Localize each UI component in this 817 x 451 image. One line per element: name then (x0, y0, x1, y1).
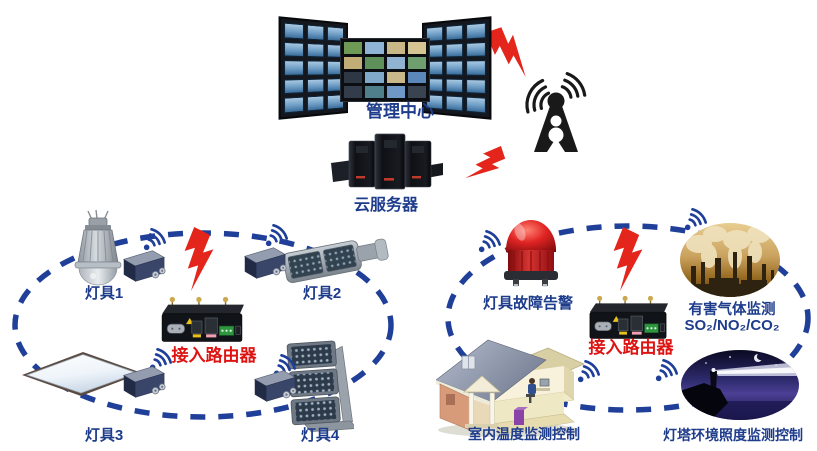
monitor-thumbnail (466, 22, 486, 40)
video-wall-tile (406, 41, 427, 55)
video-wall-tile (406, 70, 427, 85)
access-router-device-right (586, 294, 670, 342)
lighthouse-label: 灯塔环境照度监测控制 (663, 427, 803, 443)
lamp2-street-light (282, 238, 389, 284)
signal-tower-icon (525, 72, 587, 152)
video-wall-tile (343, 41, 364, 55)
wifi-signal-icon (262, 218, 294, 250)
lightning-bolt-icon (613, 227, 643, 291)
wifi-arcs (478, 229, 502, 253)
video-wall-main-screen (340, 38, 430, 102)
monitor-thumbnail (466, 41, 486, 58)
video-wall-tile (385, 41, 406, 55)
monitor-thumbnail (306, 78, 325, 94)
video-wall-tile (343, 55, 364, 70)
lamp-controller-box (249, 368, 297, 406)
wifi-arcs (655, 358, 679, 382)
monitor-thumbnail (284, 60, 304, 76)
monitor-thumbnail (466, 60, 486, 76)
fault-alarm-label: 灯具故障告警 (482, 295, 574, 312)
lamp1-label: 灯具1 (84, 285, 124, 302)
gas-monitor-label: 有害气体监测 (688, 302, 776, 318)
monitor-thumbnail (306, 24, 325, 41)
controller-box-body (243, 247, 287, 279)
access-router-label-right: 接入路由器 (588, 338, 674, 357)
monitor-thumbnail (284, 22, 304, 40)
wifi-arcs (143, 227, 167, 251)
video-wall-tile (385, 70, 406, 85)
monitor-thumbnail (284, 96, 304, 114)
controller-box-body (253, 370, 297, 402)
lamp2-label: 灯具2 (302, 285, 342, 302)
lamp4-label: 灯具4 (300, 427, 340, 444)
video-wall-tile (385, 85, 406, 99)
video-wall-tile (406, 85, 427, 99)
lightning-bolt-icon (184, 227, 214, 291)
right-wireless-cell-ellipse (445, 223, 811, 413)
video-wall-tile (364, 85, 385, 99)
monitor-thumbnail (284, 41, 304, 58)
wifi-arcs (684, 207, 708, 231)
monitor-thumbnail (306, 95, 325, 112)
cloud-server-racks (331, 133, 443, 190)
monitor-thumbnail (445, 78, 464, 94)
monitor-thumbnail (445, 60, 464, 76)
monitor-thumbnail (466, 78, 486, 95)
wifi-signal-icon (140, 222, 172, 254)
lighthouse-photo (681, 350, 799, 420)
management-center-video-wall (278, 16, 492, 120)
wifi-signal-icon (652, 353, 684, 385)
video-wall-tile (385, 55, 406, 70)
lamp4-flood-light (286, 340, 354, 433)
video-wall-tile (364, 70, 385, 85)
wifi-arcs (577, 359, 601, 383)
indoor-temp-label: 室内温度监测控制 (468, 426, 580, 442)
lamp3-label: 灯具3 (84, 427, 124, 444)
access-router-device-left (158, 295, 246, 345)
video-wall-tile (343, 85, 364, 99)
controller-box-body (122, 366, 166, 398)
lamp-controller-box (118, 248, 166, 286)
indoor-house-illustration (436, 339, 585, 437)
monitor-thumbnail (306, 60, 325, 76)
video-wall-left-wing (278, 16, 348, 120)
lamp-controller-box (118, 364, 166, 402)
monitor-thumbnail (306, 42, 325, 58)
wifi-arcs (265, 223, 289, 247)
lamp-controller-box (239, 245, 287, 283)
video-wall-tile (364, 41, 385, 55)
wifi-signal-icon (681, 202, 713, 234)
monitor-thumbnail (445, 24, 464, 41)
fault-alarm-beacon (504, 220, 558, 287)
video-wall-tile (364, 55, 385, 70)
router-body (589, 295, 669, 339)
access-router-label-left: 接入路由器 (171, 346, 257, 365)
lamp1-pendant-light (74, 210, 122, 286)
monitor-thumbnail (284, 78, 304, 95)
router-body (161, 296, 244, 342)
video-wall-tile (343, 70, 364, 85)
wifi-signal-icon (475, 224, 507, 256)
controller-box-body (122, 250, 166, 282)
cloud-server-label: 云服务器 (353, 197, 419, 214)
wifi-signal-icon (574, 354, 606, 386)
video-wall-tile (406, 55, 427, 70)
lightning-bolt-icon (461, 140, 512, 191)
management-center-label: 管理中心 (366, 102, 434, 121)
monitor-thumbnail (445, 95, 464, 112)
gas-monitor-formula: SO₂/NO₂/CO₂ (684, 317, 780, 334)
harmful-gas-photo (680, 223, 780, 297)
monitor-thumbnail (466, 96, 486, 114)
monitor-thumbnail (445, 42, 464, 58)
